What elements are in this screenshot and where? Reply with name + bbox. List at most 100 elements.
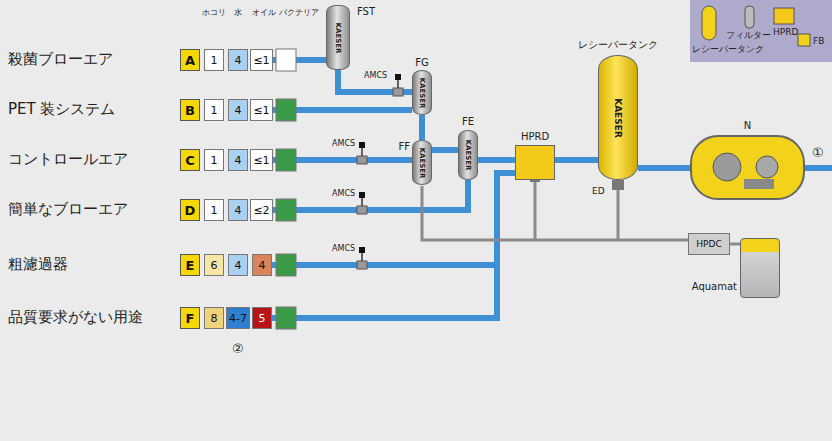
amcs-valve (357, 142, 367, 164)
row-letter: D (180, 199, 200, 221)
brand-text: KAESER (334, 22, 342, 53)
air-pipe (555, 157, 598, 163)
quality-class-box: 1 (204, 99, 224, 121)
quality-class-box: ≤1 (250, 49, 273, 71)
application-label: 殺菌ブローエア (8, 51, 113, 68)
valve-label: AMCS (364, 71, 387, 80)
box-text: 5 (259, 312, 266, 325)
component-label: FG (415, 57, 429, 68)
valve-label: AMCS (332, 139, 355, 148)
quality-class-box: 4 (252, 254, 272, 276)
amcs-valve (357, 192, 367, 214)
application-label: 粗濾過器 (8, 256, 68, 273)
row-letter-text: A (185, 53, 195, 68)
quality-class-box: 1 (204, 199, 224, 221)
quality-class-box: ≤1 (250, 149, 273, 171)
row-letter-text: E (186, 258, 195, 273)
quality-class-box: ≤2 (250, 199, 273, 221)
quality-class-box: 8 (204, 307, 224, 329)
brand-text: KAESER (464, 140, 472, 171)
sterile-filter: FSTKAESER (326, 5, 350, 70)
receiver-tank: レシーバータンクKAESER (598, 55, 638, 180)
legend-hprd-icon (774, 8, 794, 24)
box-text: 4 (235, 54, 242, 67)
bacteria-box (276, 99, 296, 121)
bacteria-box (276, 49, 296, 71)
box-text: HPDC (696, 239, 721, 249)
box-text: 8 (211, 312, 218, 325)
legend-text: HPRD (773, 27, 798, 37)
box-text: 6 (211, 259, 218, 272)
bacteria-box (276, 199, 296, 221)
legend-text: レシーバータンク (692, 44, 764, 54)
component-label: N (744, 120, 751, 131)
callout-number: ② (232, 342, 244, 357)
drain-ed (612, 180, 624, 190)
legend-tank-icon (702, 6, 716, 40)
legend-filter-icon (745, 6, 754, 28)
component-label: FF (398, 141, 410, 152)
compressor-art (692, 137, 803, 198)
box-text: 1 (211, 204, 218, 217)
hpdc-unit: HPDC (688, 233, 730, 255)
row-letter: C (180, 149, 200, 171)
bacteria-box (276, 254, 296, 276)
application-label: 品質要求がない用途 (8, 309, 143, 326)
quality-class-box: 4 (228, 49, 248, 71)
column-header: オイル (252, 8, 276, 17)
box-text: 1 (211, 104, 218, 117)
quality-class-box: 6 (204, 254, 224, 276)
box-text: ≤2 (253, 204, 269, 217)
component-label: レシーバータンク (578, 38, 658, 52)
quality-class-box: 1 (204, 149, 224, 171)
compressor: N (690, 135, 805, 200)
aquamat: Aquamat (740, 238, 780, 298)
box-text: 4-7 (229, 312, 247, 325)
quality-class-box: 4 (228, 254, 248, 276)
valve-label: AMCS (332, 244, 355, 253)
amcs-valve (357, 247, 367, 269)
application-label: 簡単なブローエア (8, 201, 128, 218)
row-letter: B (180, 99, 200, 121)
box-text: 4 (235, 154, 242, 167)
box-text: 4 (235, 104, 242, 117)
box-text: 4 (259, 259, 266, 272)
air-pipe (272, 173, 515, 318)
column-header: 水 (234, 8, 242, 17)
legend-text: フィルター (726, 30, 771, 40)
row-letter-text: F (186, 311, 195, 326)
filter: FFKAESER (412, 140, 432, 185)
application-label: PET 装システム (8, 101, 115, 118)
amcs-valve (393, 74, 403, 96)
bacteria-box (276, 307, 296, 329)
air-pipe (273, 180, 468, 210)
box-text: ≤1 (253, 154, 269, 167)
quality-class-box: 5 (252, 307, 272, 329)
air-pipe (638, 165, 690, 171)
box-text: ≤1 (253, 54, 269, 67)
air-pipe (478, 157, 515, 163)
box-text: ≤1 (253, 104, 269, 117)
component-label: FST (357, 6, 375, 17)
box-text: 1 (211, 54, 218, 67)
row-letter: E (180, 254, 200, 276)
legend-text: FB (813, 36, 824, 46)
valve-label: AMCS (332, 189, 355, 198)
row-letter-text: B (185, 103, 195, 118)
application-label: コントロールエア (8, 151, 128, 168)
brand-text: KAESER (613, 98, 623, 138)
bacteria-box (276, 149, 296, 171)
filter: FGKAESER (412, 70, 432, 115)
outlet-pipe (805, 165, 832, 171)
legend-fb-icon (798, 34, 810, 46)
row-letter-text: D (185, 203, 196, 218)
row-letter: A (180, 49, 200, 71)
quality-class-box: 4 (228, 99, 248, 121)
drain-line (422, 180, 688, 240)
box-text: 1 (211, 154, 218, 167)
quality-class-box: 4 (228, 149, 248, 171)
quality-class-box: 4 (228, 199, 248, 221)
box-text: 4 (235, 259, 242, 272)
component-label: FE (462, 116, 474, 127)
